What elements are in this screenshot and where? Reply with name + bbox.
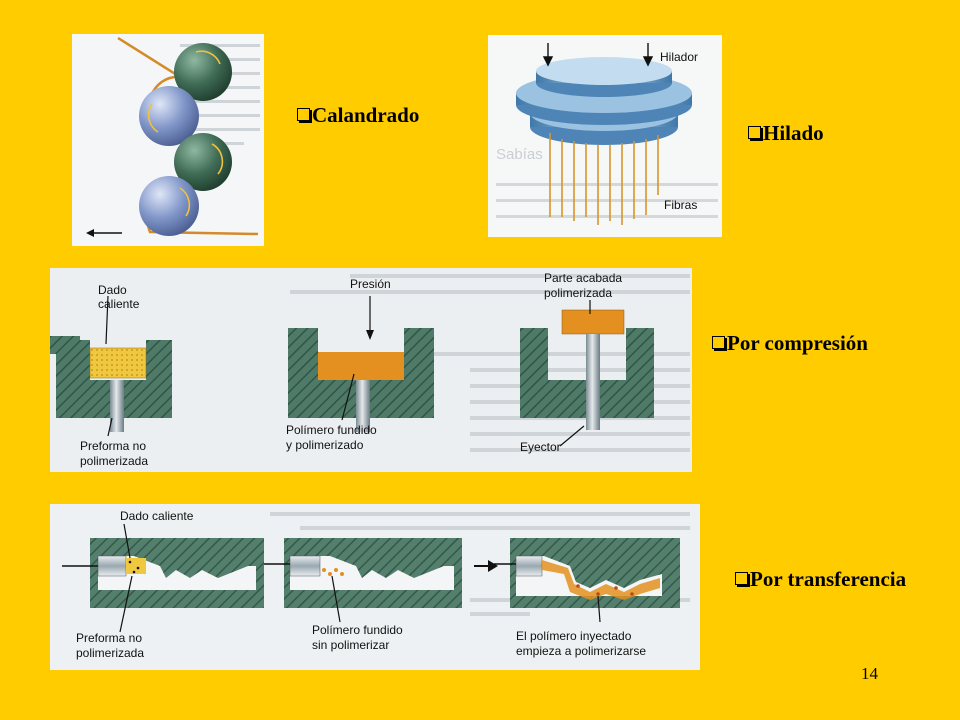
eyector-label: Eyector	[520, 440, 561, 454]
dado-caliente-label: Dado caliente	[120, 509, 194, 523]
transfer-stage-1	[62, 523, 264, 633]
page-number: 14	[861, 664, 878, 683]
spinneret-discs	[516, 57, 692, 145]
transfer-stage-3	[494, 538, 680, 623]
polimero-inyectado-label-2: empieza a polimerizarse	[516, 644, 646, 658]
fibras-label: Fibras	[664, 198, 697, 212]
transferencia-diagram: Dado caliente Preforma no polimerizada P…	[50, 504, 700, 670]
polimero-fundido-label-2: y polimerizado	[286, 438, 364, 452]
transition-arrow	[474, 560, 498, 572]
mold-3	[520, 300, 654, 447]
roller-green-top	[174, 43, 232, 101]
presion-label: Presión	[350, 277, 391, 291]
mold-1	[50, 295, 172, 437]
preforma-label: Preforma no	[76, 631, 142, 645]
hilado-diagram: Sabías	[488, 35, 722, 237]
roller-blue-upper	[139, 86, 199, 146]
input-arrows	[542, 43, 654, 67]
dado-caliente-label: Dado	[98, 283, 127, 297]
bullet-hilado: Hilado	[748, 121, 824, 146]
checkbox-bullet-icon	[712, 336, 725, 349]
checkbox-bullet-icon	[735, 572, 748, 585]
bullet-transferencia: Por transferencia	[735, 567, 906, 592]
polimero-inyectado-label: El polímero inyectado	[516, 629, 632, 643]
compresion-diagram: Dado caliente Preforma no polimerizada P…	[50, 268, 692, 472]
parte-acabada-label: Parte acabada	[544, 271, 622, 285]
checkbox-bullet-icon	[748, 126, 761, 139]
svg-text:Sabías: Sabías	[496, 146, 543, 163]
preforma-label-2: polimerizada	[76, 646, 144, 660]
calandrado-diagram	[72, 34, 264, 246]
preforma-label-2: polimerizada	[80, 454, 148, 468]
dado-caliente-label-2: caliente	[98, 297, 140, 311]
parte-acabada-label-2: polimerizada	[544, 286, 612, 300]
polimero-fundido-label: Polímero fundido	[286, 423, 377, 437]
background-text-lines: Sabías	[496, 146, 718, 218]
bullet-calandrado: Calandrado	[297, 103, 419, 128]
bullet-compresion: Por compresión	[712, 331, 868, 356]
hilador-label: Hilador	[660, 50, 698, 64]
polimero-fundido-label-2: sin polimerizar	[312, 638, 389, 652]
polimero-fundido-label: Polímero fundido	[312, 623, 403, 637]
checkbox-bullet-icon	[297, 108, 310, 121]
fibers	[549, 133, 659, 225]
mold-2	[288, 296, 434, 432]
transfer-stage-2	[264, 538, 462, 623]
preforma-label: Preforma no	[80, 439, 146, 453]
output-arrow	[86, 229, 122, 237]
